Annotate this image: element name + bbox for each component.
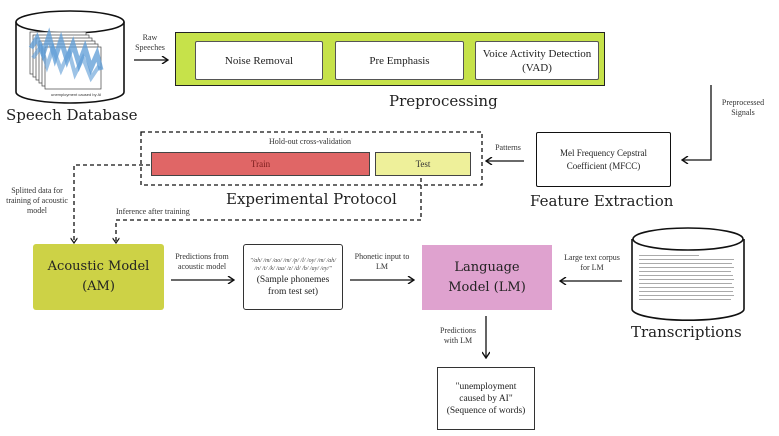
experimental-protocol-title: Experimental Protocol	[226, 190, 397, 208]
large-corpus-label: Large text corpus for LM	[564, 253, 620, 272]
train-split: Train	[151, 152, 370, 176]
vad-step: Voice Activity Detection (VAD)	[475, 41, 599, 80]
noise-removal-step: Noise Removal	[195, 41, 323, 80]
transcriptions-database	[630, 225, 746, 323]
speech-database: unemployment caused by AI	[13, 8, 127, 106]
transcriptions-label: Transcriptions	[631, 323, 742, 341]
phonetic-input-label: Phonetic input to LM	[354, 252, 410, 271]
hold-out-label: Hold-out cross-validation	[269, 137, 351, 146]
language-model-box: Language Model (LM)	[422, 245, 552, 310]
raw-speeches-label: Raw Speeches	[135, 33, 165, 52]
phonemes-box: "/ah/ /m/ /ao/ /m/ /p/ /l/ /oy/ /m/ /ah/…	[243, 244, 343, 310]
arrow-splitted-data	[74, 164, 150, 243]
output-box: "unemployment caused by AI" (Sequence of…	[437, 367, 535, 430]
waveform-caption: unemployment caused by AI	[51, 92, 102, 97]
test-split: Test	[375, 152, 471, 176]
train-label: Train	[250, 159, 271, 169]
mfcc-box: Mel Frequency Cepstral Coefficient (MFCC…	[536, 132, 671, 187]
experimental-protocol-frame	[140, 131, 483, 186]
language-model-label: Language Model (LM)	[448, 259, 526, 295]
transcriptions-cylinder-icon	[631, 227, 745, 321]
output-text: "unemployment caused by AI"	[455, 381, 517, 404]
database-cylinder-icon	[15, 10, 125, 104]
predictions-lm-label: Predictions with LM	[440, 326, 476, 345]
preprocessed-signals-label: Preprocessed Signals	[721, 98, 765, 117]
splitted-data-label: Splitted data for training of acoustic m…	[6, 186, 68, 215]
acoustic-model-label: Acoustic Model (AM)	[47, 259, 150, 294]
patterns-label: Patterns	[495, 143, 521, 152]
pre-emphasis-step: Pre Emphasis	[335, 41, 464, 80]
preprocessing-title: Preprocessing	[389, 92, 498, 110]
inference-label: Inference after training	[116, 207, 190, 216]
acoustic-model-box: Acoustic Model (AM)	[33, 244, 164, 310]
mfcc-label: Mel Frequency Cepstral Coefficient (MFCC…	[560, 147, 647, 171]
speech-database-label: Speech Database	[6, 106, 138, 124]
waveform-stack-icon	[28, 27, 104, 90]
output-caption: (Sequence of words)	[446, 405, 526, 416]
phonemes-text: "/ah/ /m/ /ao/ /m/ /p/ /l/ /oy/ /m/ /ah/…	[250, 257, 336, 272]
arrow-inference	[116, 178, 422, 243]
test-label: Test	[415, 159, 431, 169]
predictions-am-label: Predictions from acoustic model	[175, 252, 229, 271]
arrow-preprocessed-signals	[682, 85, 712, 160]
phonemes-caption: (Sample phonemes from test set)	[256, 274, 330, 297]
feature-extraction-title: Feature Extraction	[530, 192, 674, 210]
